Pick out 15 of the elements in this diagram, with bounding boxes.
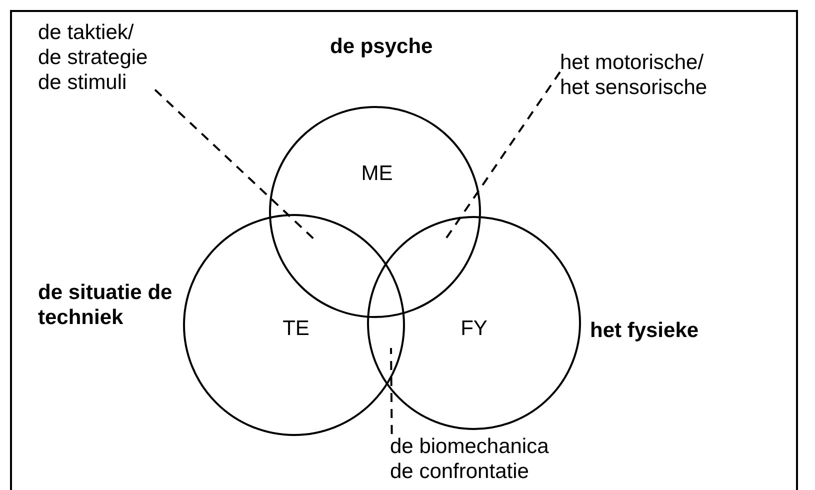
annotation-text: de biomechanica de confrontatie — [390, 434, 570, 484]
set-caption: het fysieke — [590, 318, 700, 343]
venn-circle — [367, 216, 581, 430]
circle-label: TE — [282, 317, 310, 341]
leader-line — [154, 89, 316, 241]
venn-circle — [183, 214, 405, 436]
annotation-text: de taktiek/ de strategie de stimuli — [38, 20, 155, 95]
set-caption: de situatie de techniek — [38, 280, 173, 330]
circle-label: FY — [460, 317, 488, 341]
leader-line — [444, 71, 561, 241]
annotation-text: het motorische/ het sensorische — [560, 50, 720, 100]
venn-circle — [269, 106, 481, 318]
leader-line — [390, 348, 393, 434]
set-caption: de psyche — [330, 34, 434, 59]
circle-label: ME — [361, 162, 393, 186]
